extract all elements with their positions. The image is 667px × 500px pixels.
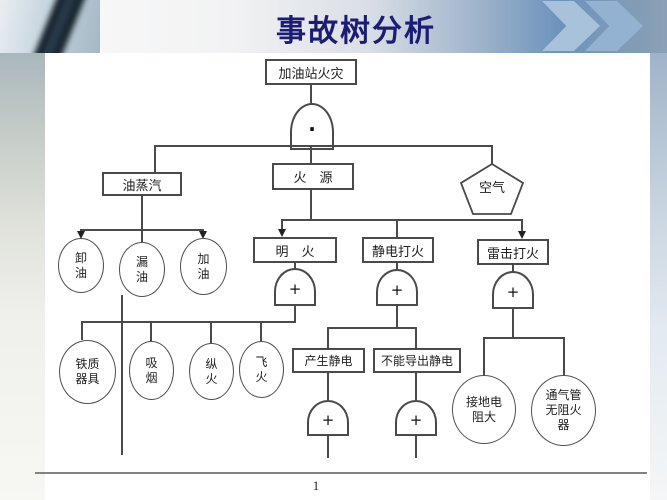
connector bbox=[327, 436, 329, 458]
connector bbox=[210, 323, 212, 343]
down-arrowhead bbox=[518, 231, 526, 239]
right-margin bbox=[650, 53, 667, 500]
and-gate-symbol: · bbox=[308, 116, 316, 141]
connector bbox=[150, 323, 152, 341]
connector bbox=[154, 147, 156, 172]
connector bbox=[512, 309, 514, 338]
node-flying-fire: 飞火 bbox=[239, 341, 284, 398]
connector bbox=[483, 339, 485, 375]
down-arrowhead bbox=[278, 229, 286, 237]
or-gate-symbol: + bbox=[321, 411, 335, 429]
connector bbox=[396, 221, 398, 237]
node-unload-oil: 卸油 bbox=[58, 238, 104, 293]
node-flying-fire-label: 飞火 bbox=[255, 354, 268, 384]
connector bbox=[141, 196, 143, 230]
page-number: 1 bbox=[312, 478, 320, 493]
node-arson: 纵火 bbox=[189, 343, 234, 400]
node-generate-static: 产生静电 bbox=[292, 348, 365, 373]
node-top-event: 加油站火灾 bbox=[265, 59, 357, 85]
down-arrowhead bbox=[199, 231, 207, 239]
node-ground-resistance: 接地电阻大 bbox=[452, 375, 516, 444]
node-iron-tools: 铁质器具 bbox=[59, 340, 116, 404]
node-unload-oil-label: 卸油 bbox=[74, 250, 87, 280]
node-vent-no-arrester-label: 通气管无阻火器 bbox=[545, 388, 582, 432]
connector bbox=[310, 190, 312, 221]
or-gate-cannot-discharge: + bbox=[395, 400, 437, 436]
connector bbox=[415, 373, 417, 400]
or-gate-symbol: + bbox=[390, 280, 404, 299]
or-gate-symbol: + bbox=[288, 280, 302, 298]
node-static-spark: 静电打火 bbox=[362, 237, 434, 263]
connector bbox=[327, 373, 329, 400]
node-cannot-discharge-static: 不能导出静电 bbox=[373, 348, 461, 373]
down-arrowhead bbox=[77, 231, 85, 239]
or-gate-static-spark: + bbox=[376, 269, 418, 306]
node-vent-no-arrester: 通气管无阻火器 bbox=[531, 375, 596, 446]
node-oil-vapor: 油蒸汽 bbox=[102, 172, 182, 196]
slide-title: 事故树分析 bbox=[276, 15, 436, 48]
connector bbox=[294, 263, 296, 269]
connector bbox=[512, 265, 514, 272]
node-air-pentagon: 空气 bbox=[459, 162, 525, 215]
connector bbox=[154, 145, 493, 147]
connector bbox=[415, 329, 417, 348]
connector bbox=[415, 436, 417, 458]
connector bbox=[396, 263, 398, 270]
connector bbox=[310, 147, 312, 163]
or-gate-symbol: + bbox=[506, 283, 520, 301]
or-gate-open-flame: + bbox=[274, 268, 316, 306]
connector bbox=[121, 295, 123, 455]
connector bbox=[327, 329, 329, 348]
and-gate: · bbox=[290, 103, 334, 150]
or-gate-lightning-spark: + bbox=[492, 271, 534, 309]
connector bbox=[281, 221, 283, 231]
node-iron-tools-label: 铁质器具 bbox=[75, 357, 100, 386]
node-smoking-label: 吸烟 bbox=[145, 355, 158, 385]
pentagon-shape bbox=[459, 162, 525, 215]
node-leak-oil-label: 漏油 bbox=[135, 254, 148, 284]
node-fire-source: 火 源 bbox=[272, 163, 354, 190]
or-gate-symbol: + bbox=[409, 411, 423, 429]
node-ground-resistance-label: 接地电阻大 bbox=[465, 394, 502, 424]
node-refuel-oil-label: 加油 bbox=[197, 251, 210, 281]
or-gate-generate-static: + bbox=[307, 400, 349, 436]
node-arson-label: 纵火 bbox=[205, 356, 218, 386]
connector bbox=[260, 323, 262, 341]
connector bbox=[281, 219, 523, 221]
node-lightning-spark: 雷击打火 bbox=[477, 239, 549, 265]
connector bbox=[80, 229, 204, 231]
node-smoking: 吸烟 bbox=[129, 341, 174, 400]
node-open-flame: 明 火 bbox=[253, 237, 337, 263]
connector bbox=[327, 327, 417, 329]
node-refuel-oil: 加油 bbox=[180, 238, 227, 295]
node-air-label: 空气 bbox=[478, 181, 505, 196]
connector bbox=[141, 231, 143, 242]
connector bbox=[310, 85, 312, 104]
left-margin-photo bbox=[0, 53, 45, 500]
connector bbox=[396, 306, 398, 328]
connector bbox=[483, 337, 565, 339]
connector bbox=[563, 339, 565, 375]
connector bbox=[521, 221, 523, 231]
connector bbox=[81, 321, 296, 323]
connector bbox=[491, 147, 493, 164]
connector bbox=[294, 306, 296, 323]
footer-divider bbox=[35, 472, 647, 474]
connector bbox=[81, 323, 83, 340]
node-leak-oil: 漏油 bbox=[119, 242, 165, 297]
